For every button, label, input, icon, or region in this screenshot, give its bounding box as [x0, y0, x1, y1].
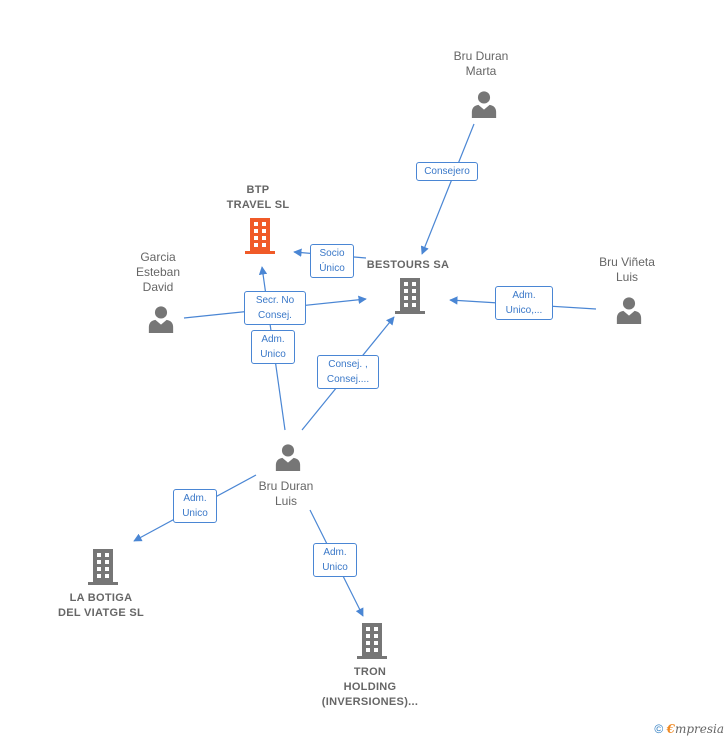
- node-label-luis[interactable]: Bru Duran Luis: [258, 479, 314, 508]
- edge-label-bestours-to-btp[interactable]: Socio Único: [310, 244, 354, 278]
- edge-marta-to-bestours: [420, 123, 475, 255]
- node-label-tron[interactable]: TRON HOLDING (INVERSIONES)...: [321, 666, 419, 708]
- building-icon[interactable]: [88, 549, 118, 585]
- footer-brand: © €mpresia: [654, 722, 724, 736]
- node-label-btp[interactable]: BTP TRAVEL SL: [226, 184, 290, 211]
- node-label-vineta[interactable]: Bru Viñeta Luis: [599, 255, 655, 284]
- copyright-icon: ©: [654, 722, 664, 736]
- node-label-bestours[interactable]: BESTOURS SA: [366, 259, 450, 271]
- node-label-botiga[interactable]: LA BOTIGA DEL VIATGE SL: [57, 592, 144, 619]
- person-icon[interactable]: [616, 297, 642, 324]
- person-icon[interactable]: [471, 91, 497, 118]
- edge-label-garcia-to-bestours[interactable]: Secr. No Consej.: [244, 291, 306, 325]
- edge-label-marta-to-bestours[interactable]: Consejero: [416, 162, 478, 181]
- person-icon[interactable]: [275, 444, 301, 471]
- edge-label-luis-to-tron[interactable]: Adm. Unico: [313, 543, 357, 577]
- person-icon[interactable]: [148, 306, 174, 333]
- building-icon[interactable]: [245, 218, 275, 254]
- building-icon[interactable]: [357, 623, 387, 659]
- node-label-garcia[interactable]: Garcia Esteban David: [135, 250, 181, 294]
- edge-label-luis-to-btp[interactable]: Adm. Unico: [251, 330, 295, 364]
- edge-label-luis-to-botiga[interactable]: Adm. Unico: [173, 489, 217, 523]
- edge-label-luis-to-bestours[interactable]: Consej. , Consej....: [317, 355, 379, 389]
- node-label-marta[interactable]: Bru Duran Marta: [453, 49, 509, 78]
- edge-label-vineta-to-bestours[interactable]: Adm. Unico,...: [495, 286, 553, 320]
- brand-logo[interactable]: €mpresia: [666, 722, 724, 736]
- building-icon[interactable]: [395, 278, 425, 314]
